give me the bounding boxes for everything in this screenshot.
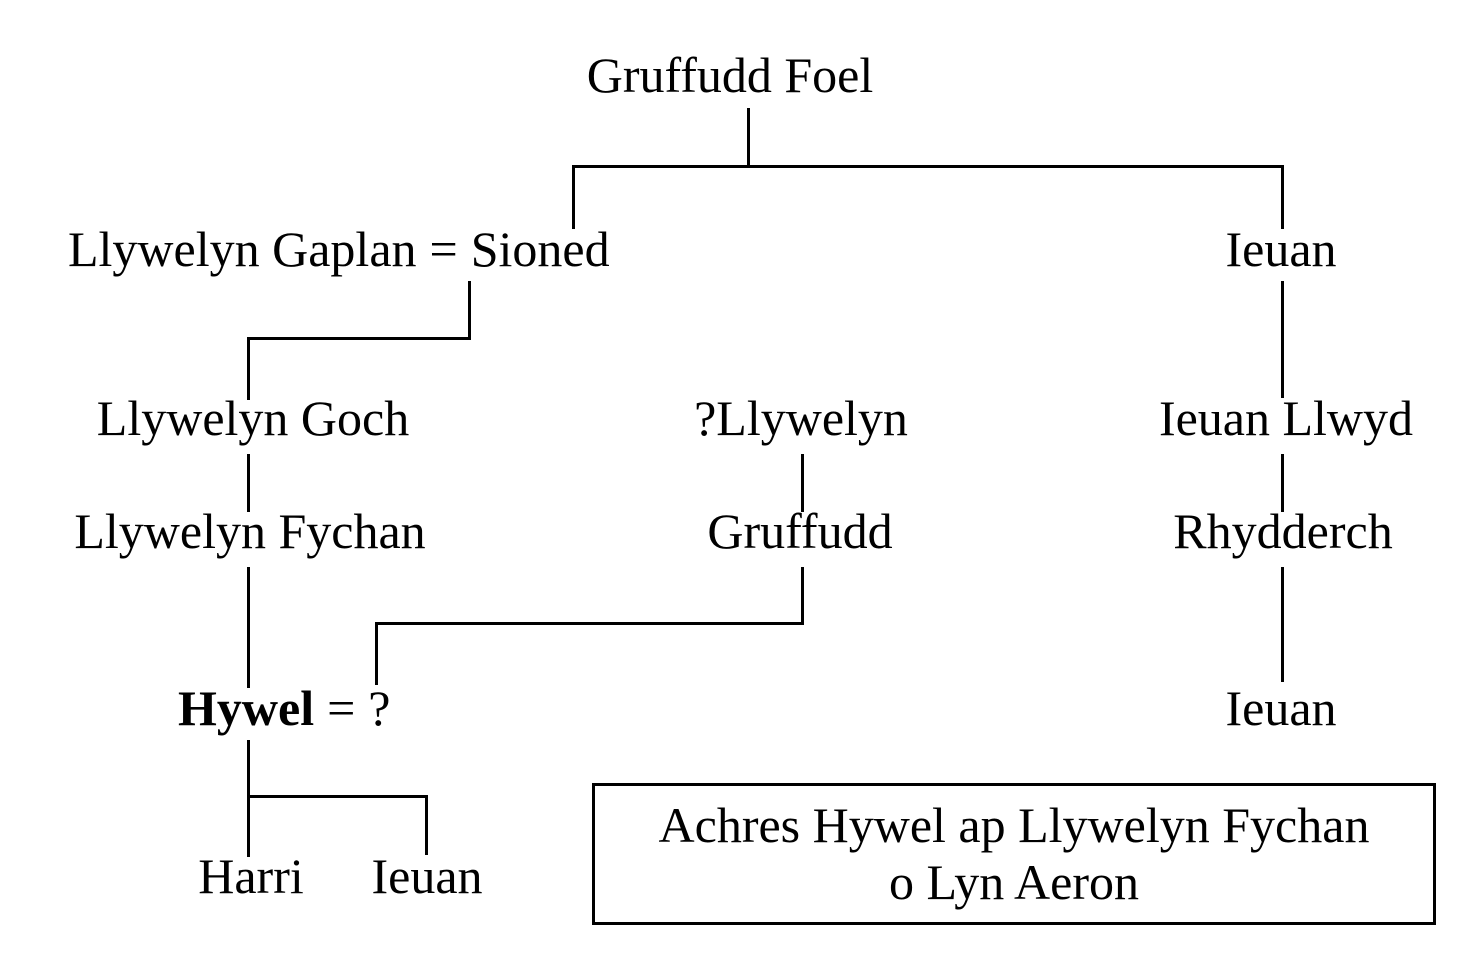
node-llywelyn-fychan: Llywelyn Fychan	[74, 503, 426, 559]
node-ieuan-gen2: Ieuan	[1225, 221, 1337, 277]
connector-drop-to-harri	[247, 795, 250, 857]
node-llywelyn-gaplan-marriage: Llywelyn Gaplan = Sioned	[68, 224, 610, 274]
connector-drop-to-ieuan-gen6	[425, 795, 428, 855]
connector-marriage-rail	[247, 337, 471, 340]
connector-gruffudd-rail	[375, 622, 804, 625]
connector-fychan-to-hywel	[247, 567, 250, 688]
node-ieuan-llwyd: Ieuan Llwyd	[1158, 390, 1414, 446]
connector-drop-to-unknown-spouse	[375, 622, 378, 685]
connector-llywelyn-to-gruffudd	[801, 454, 804, 512]
connector-children-rail	[247, 795, 428, 798]
node-ieuan-gen5: Ieuan	[1225, 680, 1337, 736]
node-rhydderch: Rhydderch	[1173, 503, 1393, 559]
connector-hywel-drop	[247, 740, 250, 798]
connector-llwyd-to-rhydderch	[1281, 454, 1284, 512]
connector-drop-to-sioned	[572, 165, 575, 229]
caption-line-1: Achres Hywel ap Llywelyn Fychan	[658, 797, 1370, 853]
caption-line-2: o Lyn Aeron	[889, 854, 1139, 910]
connector-root-drop	[747, 108, 750, 166]
marriage-equals-sign: =	[429, 221, 458, 277]
node-llywelyn-goch: Llywelyn Goch	[96, 390, 410, 446]
node-ieuan-gen6: Ieuan	[371, 848, 483, 904]
node-harri: Harri	[198, 848, 304, 904]
node-gruffudd-foel: Gruffudd Foel	[586, 47, 874, 103]
connector-goch-to-fychan	[247, 454, 250, 512]
node-gruffudd: Gruffudd	[707, 503, 893, 559]
marriage-equals-sign-2: =	[327, 680, 356, 736]
connector-drop-to-llywelyn-goch	[247, 337, 250, 400]
node-unknown-spouse: ?	[368, 680, 391, 736]
node-hywel-marriage: Hywel = ?	[178, 683, 391, 733]
connector-drop-to-ieuan	[1281, 165, 1284, 229]
connector-ieuan-to-ieuan-llwyd	[1281, 281, 1284, 398]
connector-gruffudd-drop	[801, 567, 804, 625]
node-sioned: Sioned	[470, 221, 610, 277]
node-hywel: Hywel	[178, 680, 315, 736]
caption-box: Achres Hywel ap Llywelyn Fychan o Lyn Ae…	[592, 783, 1436, 925]
node-llywelyn-gaplan: Llywelyn Gaplan	[68, 221, 417, 277]
node-llywelyn-uncertain: ?Llywelyn	[694, 390, 908, 446]
connector-rhydderch-to-ieuan	[1281, 567, 1284, 682]
connector-root-rail	[572, 165, 1284, 168]
connector-marriage-drop	[468, 281, 471, 340]
